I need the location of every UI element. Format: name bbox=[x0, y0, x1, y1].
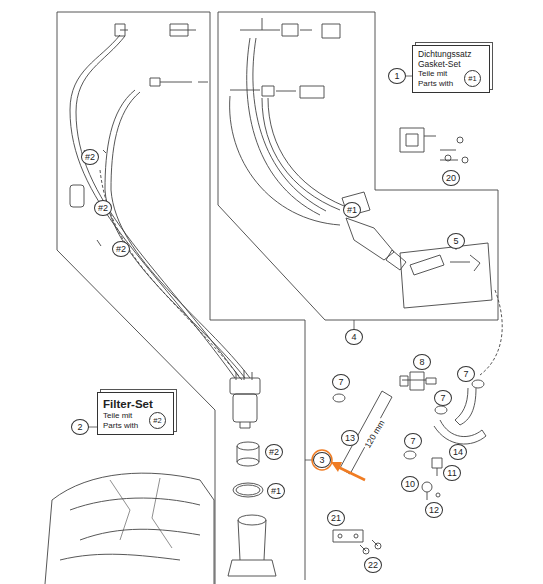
highlight-ring bbox=[312, 450, 332, 470]
callout-number: 12 bbox=[425, 502, 443, 518]
region-outline bbox=[57, 12, 215, 584]
callout-number: 20 bbox=[442, 170, 460, 186]
callout-number: 3 bbox=[313, 452, 331, 468]
kit-row: Teile mit Parts with#1 bbox=[418, 69, 484, 88]
part-marker: #2 bbox=[149, 412, 166, 429]
callout-number: #1 bbox=[267, 483, 285, 499]
part-marker: #1 bbox=[464, 70, 481, 87]
region-outline bbox=[57, 12, 305, 580]
region-outline bbox=[218, 12, 498, 320]
callout-number: 8 bbox=[413, 354, 431, 370]
callout-number: 5 bbox=[447, 233, 465, 249]
callout-number: 1 bbox=[388, 68, 406, 84]
kit-heading: Dichtungssatz Gasket-Set bbox=[418, 50, 471, 69]
callout-number: 21 bbox=[327, 510, 345, 526]
part-box bbox=[400, 243, 492, 308]
callout-number: 7 bbox=[332, 374, 350, 390]
callout-number: 2 bbox=[71, 419, 89, 435]
highlight-arrow bbox=[331, 462, 342, 472]
kit-box: Filter-SetTeile mit Parts with#2 bbox=[97, 392, 174, 435]
callout-number: 7 bbox=[457, 366, 475, 382]
callout-number: 11 bbox=[443, 465, 461, 481]
kit-note: Teile mit Parts with bbox=[418, 69, 460, 88]
callout-number: 7 bbox=[434, 390, 452, 406]
callout-number: 7 bbox=[404, 433, 422, 449]
kit-box: Dichtungssatz Gasket-SetTeile mit Parts … bbox=[412, 45, 490, 93]
callout-number: 4 bbox=[345, 329, 363, 345]
callout-number: 22 bbox=[364, 557, 382, 573]
callout-number: 10 bbox=[401, 476, 419, 492]
callout-number: #2 bbox=[94, 200, 112, 216]
callout-number: 13 bbox=[341, 430, 359, 446]
callout-number: 14 bbox=[449, 444, 467, 460]
kit-note: Teile mit Parts with bbox=[103, 411, 145, 430]
callout-number: #2 bbox=[265, 444, 283, 460]
callout-number: #2 bbox=[112, 241, 130, 257]
kit-heading: Filter-Set bbox=[103, 397, 168, 411]
kit-row: Teile mit Parts with#2 bbox=[103, 411, 168, 430]
callout-number: #1 bbox=[343, 202, 361, 218]
callout-number: #2 bbox=[81, 149, 99, 165]
